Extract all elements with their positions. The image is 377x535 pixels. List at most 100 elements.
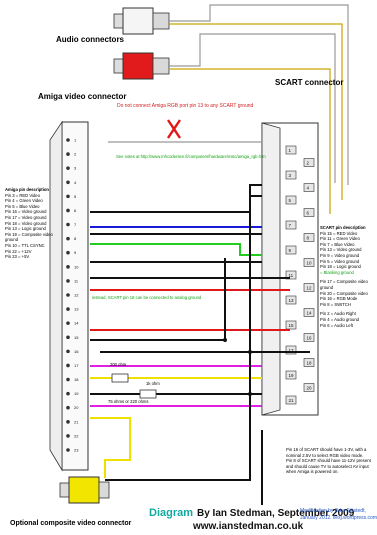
amiga-pin-item: Pin 5 = Blue Video	[5, 203, 40, 209]
amiga-pin-hole	[66, 180, 70, 185]
scart-pin-item: Pin 15 = RED Video	[320, 230, 358, 236]
amiga-pin-number: 16	[74, 349, 79, 354]
scart-pin-contact	[285, 145, 297, 155]
amiga-pin-hole	[66, 349, 70, 354]
amiga-pin-item: Pin 10 = TTL CSYNC	[5, 242, 45, 248]
scart-pin-item: Pin 6 = Audio Left	[320, 322, 353, 328]
amiga-pin-number: 9	[74, 250, 77, 255]
amiga-pin-number: 22	[74, 433, 79, 438]
scart-pin-number: 21	[289, 398, 295, 403]
scart-pin-number: 9	[289, 248, 292, 253]
scart-pin-number: 19	[289, 373, 295, 378]
amiga-pin-hole	[66, 152, 70, 156]
scart-pin-number: 16	[307, 335, 313, 340]
scart-pin-item: Pin 5 = Video ground	[320, 258, 360, 264]
scart-pin-number: 2	[307, 160, 310, 165]
scart-pin-number: 13	[289, 298, 295, 303]
scart-pin-number: 1	[289, 148, 292, 153]
scart-pin-number: 5	[289, 198, 292, 203]
scart-pin-contact	[303, 308, 315, 317]
scart-pin-contact	[303, 358, 315, 367]
amiga-pin-item: ground	[5, 237, 19, 243]
amiga-pin-hole	[66, 293, 70, 297]
amiga-pin-title: Amiga pin description	[5, 187, 49, 192]
scart-pin-number: 20	[307, 385, 313, 390]
amiga-pin-item: Pin 22 = +12V	[5, 248, 32, 254]
scart-pin-item: Pin 13 = Video ground	[320, 247, 362, 253]
resistor-200-ohm	[111, 373, 129, 383]
amiga-pin-number: 4	[74, 180, 77, 185]
scart-pin-number: 14	[307, 310, 313, 315]
scart-pin-contact	[285, 345, 297, 355]
scart-pin-contact	[285, 370, 297, 380]
scart-pin-number: 8	[307, 235, 310, 240]
amiga-pin-item: Pin 16 = Video ground	[5, 209, 47, 215]
amiga-pin-item: Pin 17 = Video ground	[5, 214, 47, 220]
amiga-pin-number: 11	[74, 278, 79, 283]
amiga-pin-hole	[66, 363, 70, 368]
audio-connectors-label: Audio connectors	[56, 35, 125, 44]
amiga-pin-hole	[66, 265, 70, 269]
amiga-pin-item: Pin 4 = Green Video	[5, 198, 43, 204]
amiga-pin-description: Amiga pin description Pin 3 = RED Video …	[5, 187, 53, 260]
scart-pin-number: 10	[307, 260, 313, 265]
amiga-pin-hole	[66, 250, 70, 255]
amiga-pin-hole	[66, 405, 70, 410]
scart-pin-contact	[303, 283, 315, 292]
resistor-1k-ohm	[139, 389, 157, 399]
footer-author: By Ian Stedman, September 2009	[197, 508, 355, 519]
scart-pin-number: 7	[289, 223, 292, 228]
warning-note: Do not connect Amiga RGB port pin 13 to …	[117, 103, 254, 109]
amiga-pin-hole	[66, 279, 70, 283]
amiga-pin-hole	[66, 434, 70, 438]
amiga-pin-hole	[66, 391, 70, 396]
amiga-pin-number: 8	[74, 236, 77, 241]
amiga-pin-number: 3	[74, 166, 77, 171]
scart-pin-item: Pin 17 = Composite video	[320, 279, 368, 285]
scart-pin-number: 3	[289, 173, 292, 178]
amiga-pin-number: 6	[74, 208, 77, 213]
amiga-pin-hole	[66, 194, 70, 199]
amiga-pin-hole	[66, 222, 70, 227]
scart-pin-item: Pin 16 = RGB Mode	[320, 296, 358, 302]
amiga-pin-hole	[66, 166, 70, 170]
amiga-pin-number: 21	[74, 419, 79, 424]
scart-pin-contact	[303, 383, 315, 392]
scart-pin-contact	[285, 220, 297, 230]
scart-pin-item: Pin 8 = SWITCH	[320, 301, 351, 307]
amiga-pin-hole	[66, 420, 70, 424]
resistor-75-label: 75 ohms or 220 ohms	[108, 399, 149, 404]
scart-pin-item: Pin 7 = Blue Video	[320, 241, 355, 247]
amiga-pin-hole	[66, 307, 70, 311]
amiga-pin-number: 18	[74, 377, 79, 382]
audio-wires	[169, 4, 349, 214]
amiga-pin-number: 12	[74, 293, 79, 298]
amiga-pin-number: 13	[74, 307, 79, 312]
scart-pin-contact	[285, 395, 297, 405]
scart-connector-label: SCART connector	[275, 78, 344, 87]
scart-pin-item: Pin 18 = Logic ground	[320, 264, 361, 270]
amiga-pin-number: 19	[74, 391, 79, 396]
note-line: Pin 16 of SCART should have 1-3V, with a	[286, 447, 367, 452]
amiga-pin-number: 20	[74, 405, 79, 410]
amiga-pin-number: 23	[74, 448, 79, 453]
scart-pin-item: Pin 2 = Audio Right	[320, 311, 356, 317]
audio-connector-red	[113, 52, 170, 80]
scart-pin-contact	[285, 270, 297, 280]
scart-pin-contact	[285, 245, 297, 255]
scart-pin-contact	[285, 320, 297, 330]
amiga-pin-number: 10	[74, 264, 79, 269]
do-not-connect-cross-icon	[167, 119, 181, 139]
note-line: nominal 2.5V to select RGB video mode.	[286, 452, 364, 458]
scart-pin-number: 4	[307, 185, 310, 190]
footer-modification: Modification by Ilkka Sjöstedt, January …	[300, 508, 377, 522]
scart-pin-contact	[285, 170, 297, 180]
scart-pin-item: ground	[320, 284, 334, 290]
amiga-pin-item: Pin 13 = Logic ground	[5, 226, 46, 232]
amiga-pin-hole	[66, 448, 70, 452]
footer-url[interactable]: www.ianstedman.co.uk	[193, 521, 304, 532]
amiga-pin-hole	[66, 208, 70, 213]
scart-pin-contact	[285, 295, 297, 305]
